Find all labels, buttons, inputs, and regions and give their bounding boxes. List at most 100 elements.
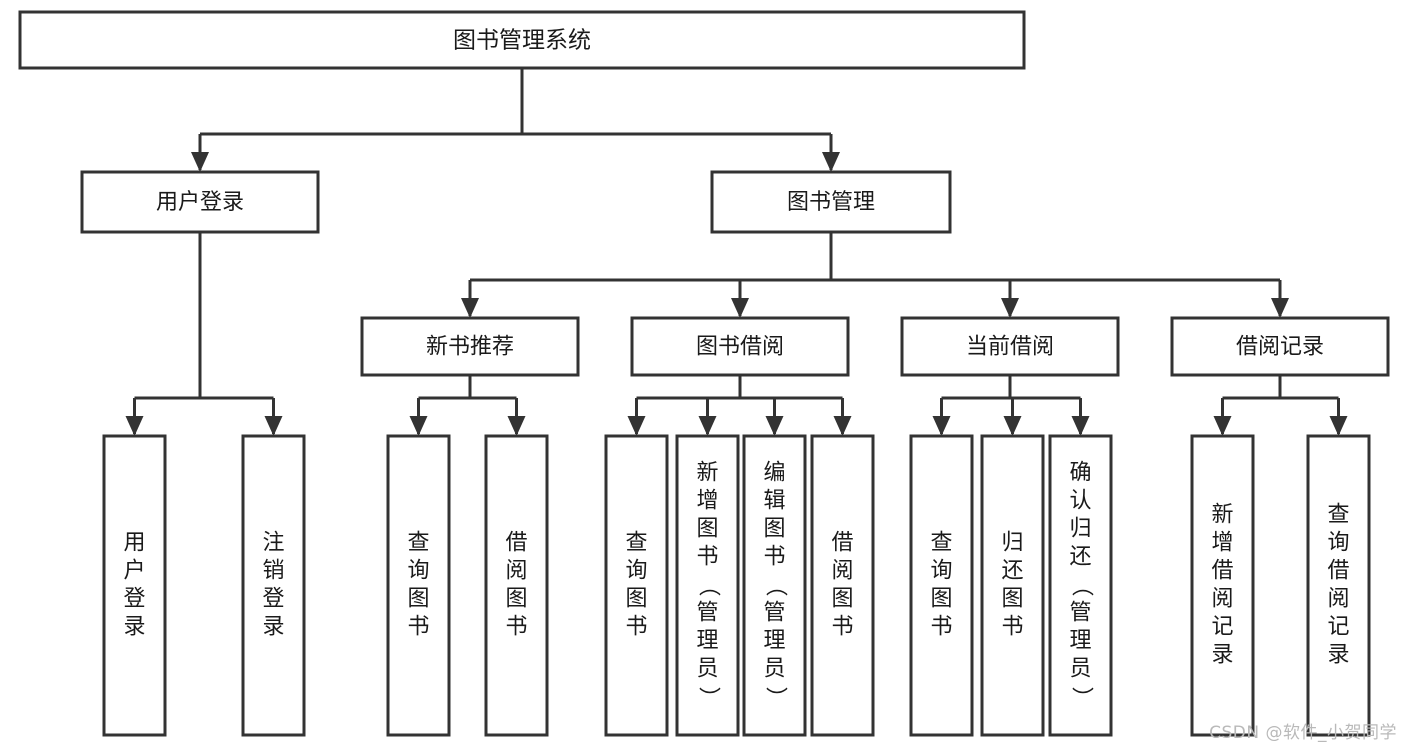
arrow-head-icon xyxy=(698,416,717,436)
svg-text:查: 查 xyxy=(625,531,647,556)
node-current-borrow[interactable]: 当前借阅 xyxy=(900,316,1120,377)
svg-text:阅: 阅 xyxy=(831,559,853,584)
svg-text:记: 记 xyxy=(1327,615,1349,640)
node-label: 用户登录 xyxy=(156,190,244,215)
svg-text:图: 图 xyxy=(625,587,647,612)
arrow-head-icon xyxy=(731,298,749,318)
svg-text:书: 书 xyxy=(1001,615,1023,640)
node-root[interactable]: 图书管理系统 xyxy=(18,10,1026,70)
svg-text:借: 借 xyxy=(1211,559,1233,584)
svg-text:理: 理 xyxy=(1069,629,1091,654)
node-box xyxy=(18,10,1026,70)
node-book-manage[interactable]: 图书管理 xyxy=(710,170,952,234)
connector-layer xyxy=(125,68,1348,436)
svg-text:图: 图 xyxy=(696,517,718,542)
svg-text:还: 还 xyxy=(1069,545,1091,570)
svg-text:新: 新 xyxy=(696,461,718,486)
svg-text:管: 管 xyxy=(1069,601,1091,626)
svg-text:图: 图 xyxy=(763,517,785,542)
node-label: 图书管理系统 xyxy=(453,28,591,54)
connector-group-book-manage xyxy=(461,232,1289,318)
svg-text:书: 书 xyxy=(696,545,718,570)
svg-text:借: 借 xyxy=(831,531,853,556)
svg-text:归: 归 xyxy=(1001,531,1023,556)
svg-text:增: 增 xyxy=(1211,531,1233,556)
svg-text:图: 图 xyxy=(407,587,429,612)
node-layer: 图书管理系统用户登录图书管理新书推荐图书借阅当前借阅借阅记录用户登录注销登录查询… xyxy=(18,10,1390,737)
node-box xyxy=(710,170,952,234)
arrow-head-icon xyxy=(1213,416,1232,436)
svg-text:录: 录 xyxy=(1327,643,1349,668)
svg-text:）: ） xyxy=(696,686,721,708)
arrow-head-icon xyxy=(191,152,209,172)
svg-text:书: 书 xyxy=(831,615,853,640)
connector-group-book-borrow xyxy=(627,375,852,436)
svg-text:登: 登 xyxy=(262,587,284,612)
arrow-head-icon xyxy=(1271,298,1289,318)
node-box xyxy=(604,434,669,737)
svg-text:图: 图 xyxy=(930,587,952,612)
node-user-login[interactable]: 用户登录 xyxy=(80,170,320,234)
node-leaf-user-login[interactable]: 用户登录 xyxy=(102,434,167,737)
node-box xyxy=(386,434,451,737)
svg-text:辑: 辑 xyxy=(763,489,785,514)
arrow-head-icon xyxy=(765,416,784,436)
svg-text:录: 录 xyxy=(123,615,145,640)
arrow-head-icon xyxy=(409,416,428,436)
arrow-head-icon xyxy=(627,416,646,436)
node-box xyxy=(102,434,167,737)
connector-group-borrow-record xyxy=(1213,375,1348,436)
arrow-head-icon xyxy=(1003,416,1022,436)
svg-text:询: 询 xyxy=(407,559,429,584)
svg-text:查: 查 xyxy=(930,531,952,556)
node-book-borrow[interactable]: 图书借阅 xyxy=(630,316,850,377)
node-box xyxy=(630,316,850,377)
node-box xyxy=(484,434,549,737)
connector-group-new-book-recommend xyxy=(409,375,526,436)
svg-text:增: 增 xyxy=(696,489,718,514)
connector-group-user-login xyxy=(125,232,283,436)
node-box xyxy=(1306,434,1371,737)
svg-text:查: 查 xyxy=(1327,503,1349,528)
arrow-head-icon xyxy=(833,416,852,436)
svg-text:销: 销 xyxy=(262,559,284,584)
csdn-watermark: CSDN @软件_小贺同学 xyxy=(1209,723,1397,743)
svg-text:图: 图 xyxy=(831,587,853,612)
node-borrow-record[interactable]: 借阅记录 xyxy=(1170,316,1390,377)
arrow-head-icon xyxy=(932,416,951,436)
svg-text:（: （ xyxy=(763,574,788,596)
node-box xyxy=(360,316,580,377)
node-new-book-recommend[interactable]: 新书推荐 xyxy=(360,316,580,377)
svg-text:户: 户 xyxy=(123,559,145,584)
svg-text:归: 归 xyxy=(1069,517,1091,542)
svg-text:书: 书 xyxy=(505,615,527,640)
svg-text:员: 员 xyxy=(763,657,785,682)
svg-text:（: （ xyxy=(696,574,721,596)
node-label: 新书推荐 xyxy=(426,335,514,360)
svg-text:）: ） xyxy=(1069,686,1094,708)
node-box xyxy=(1190,434,1255,737)
svg-text:图: 图 xyxy=(1001,587,1023,612)
svg-text:编: 编 xyxy=(763,461,785,486)
svg-text:书: 书 xyxy=(930,615,952,640)
arrow-head-icon xyxy=(264,416,283,436)
svg-text:询: 询 xyxy=(1327,531,1349,556)
